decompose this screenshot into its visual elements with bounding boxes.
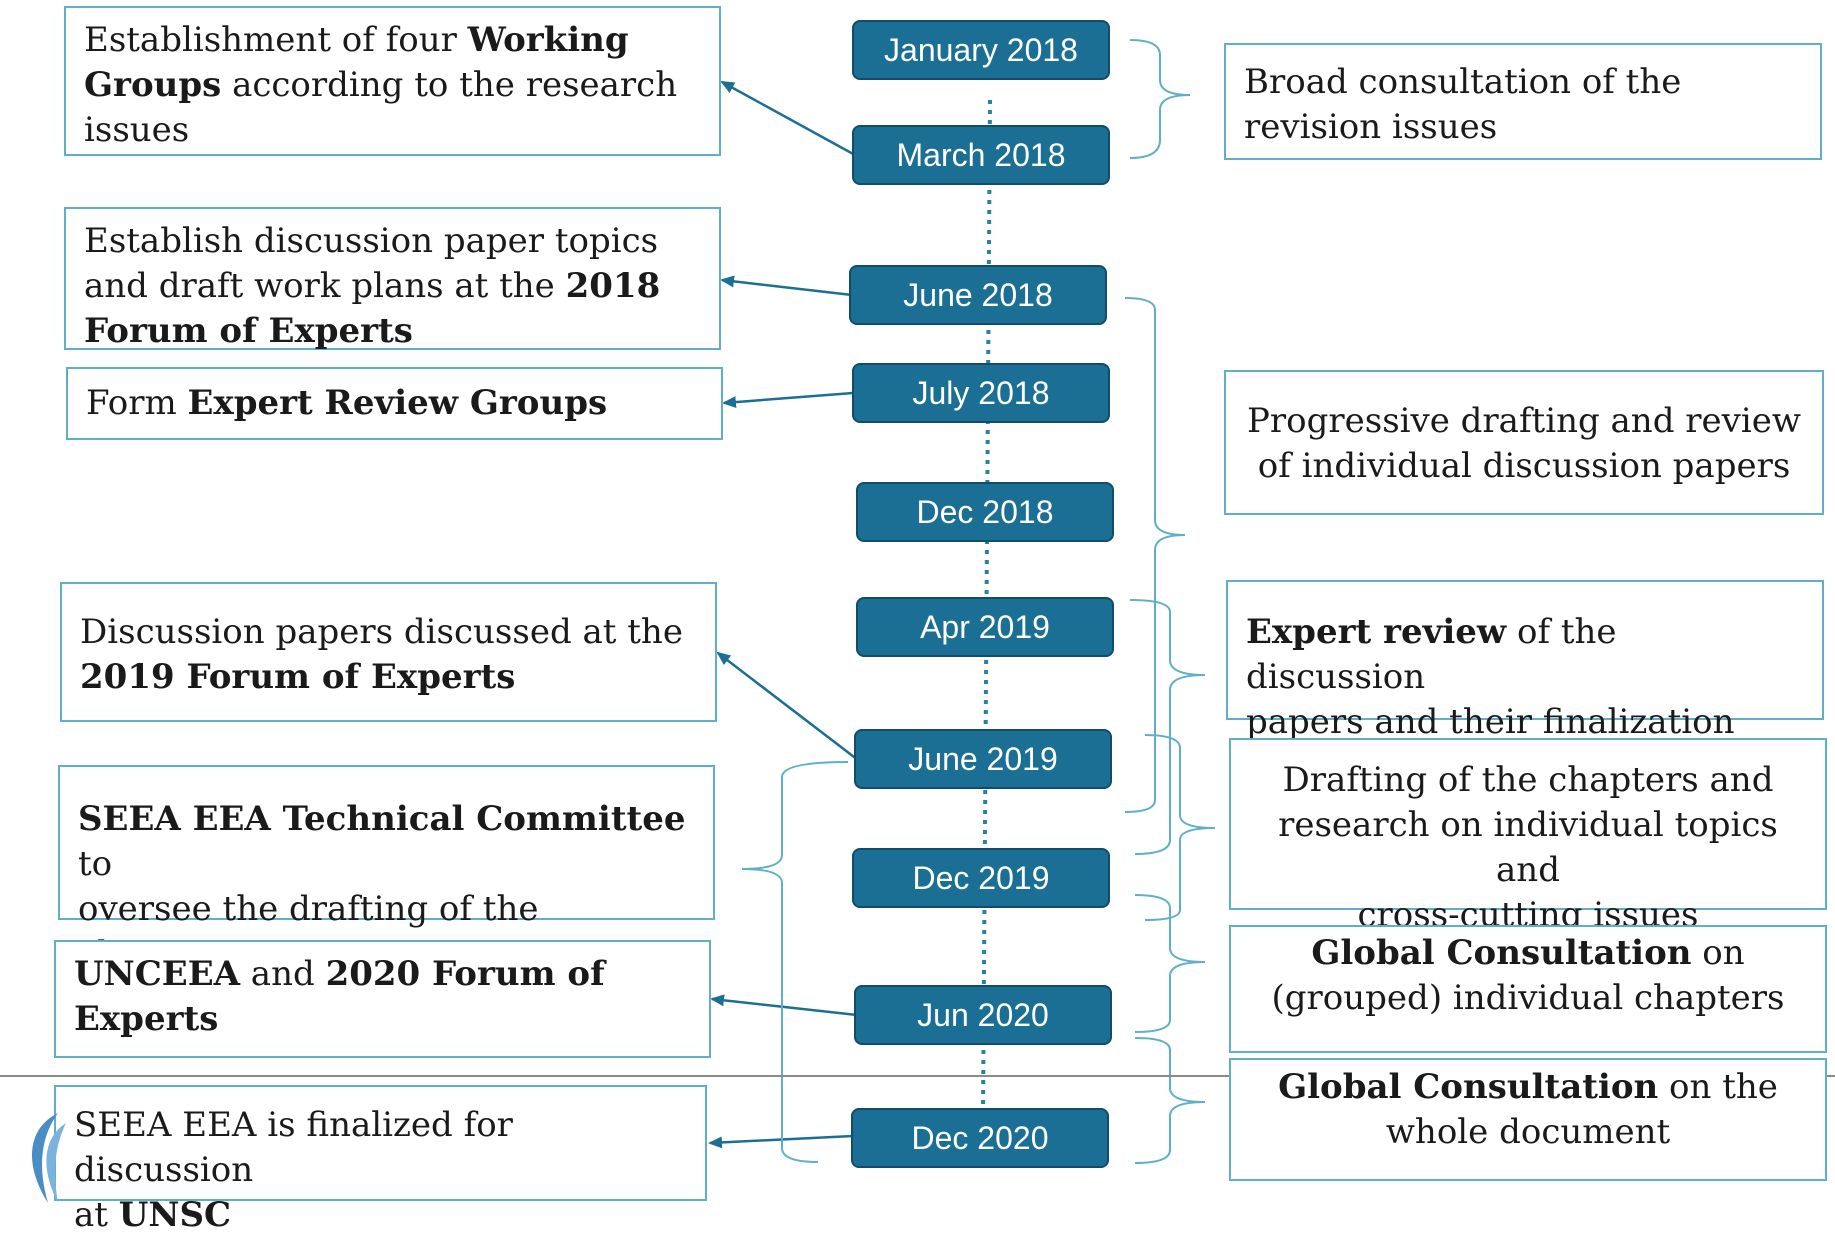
brace-apr-dec-2019 [1129, 599, 1206, 855]
brace-jun-2020-dec-2020 [1134, 1037, 1206, 1164]
box-text: Global Consultation [1278, 1067, 1659, 1107]
box-expert-review-groups: Form Expert Review Groups [66, 367, 723, 440]
date-dec-2020: Dec 2020 [851, 1108, 1109, 1168]
box-global-consultation-whole: Global Consultation on the whole document [1229, 1058, 1827, 1181]
box-text: Establishment of four [84, 20, 468, 60]
box-text: Progressive drafting and review [1247, 401, 1801, 441]
box-text: according to the research [221, 65, 678, 105]
box-progressive-drafting: Progressive drafting and review of indivi… [1224, 370, 1824, 515]
arrow-june-2019 [716, 651, 859, 761]
arrow-march-2018 [720, 80, 856, 157]
date-dec-2018: Dec 2018 [856, 482, 1114, 542]
box-broad-consultation: Broad consultation of the revision issues [1224, 43, 1822, 160]
box-text: revision issues [1244, 107, 1498, 147]
connector-layer [708, 39, 1216, 1164]
horizontal-divider [0, 1075, 1835, 1077]
date-apr-2019: Apr 2019 [856, 597, 1114, 657]
box-text: Working [467, 20, 629, 60]
box-text: Broad consultation of the [1244, 62, 1682, 102]
box-text: UNSC [118, 1195, 232, 1235]
box-global-consultation-chapters: Global Consultation on (grouped) individu… [1229, 925, 1827, 1053]
date-june-2019: June 2019 [854, 729, 1112, 789]
box-text: 2020 Forum of [325, 954, 605, 994]
box-text: 2018 [565, 266, 661, 306]
box-text: SEEA EEA Technical Committee [78, 799, 686, 839]
box-text: and [240, 954, 326, 994]
box-text: and draft work plans at the [84, 266, 566, 306]
brace-left-june-2019-dec-2020 [741, 761, 849, 1163]
box-text: on the [1658, 1067, 1778, 1107]
brace-jan-mar-2018 [1129, 39, 1191, 159]
box-text: whole document [1385, 1112, 1671, 1152]
date-march-2018: March 2018 [852, 125, 1110, 185]
box-text: on [1691, 933, 1745, 973]
box-text: to [78, 844, 113, 884]
box-unceea-2020-forum: UNCEEA and 2020 Forum of Experts [54, 940, 711, 1058]
date-dec-2019: Dec 2019 [852, 848, 1110, 908]
box-expert-review: Expert review of the discussion papers an… [1226, 580, 1824, 742]
box-text: UNCEEA [74, 954, 240, 994]
timeline-diagram: January 2018 March 2018 June 2018 July 2… [0, 6, 1835, 1235]
box-text: Global Consultation [1311, 933, 1692, 973]
box-text: issues [84, 110, 190, 150]
box-2019-forum-of-experts: Discussion papers discussed at the 2019 F… [60, 582, 717, 722]
box-text: papers and their finalization [1246, 702, 1735, 742]
box-text: (grouped) individual chapters [1271, 978, 1785, 1018]
box-text: Establish discussion paper topics [84, 221, 659, 261]
box-text: Forum of Experts [84, 311, 413, 351]
box-text: 2019 Forum of Experts [80, 657, 516, 697]
box-text: SEEA EEA is finalized for discussion [74, 1105, 513, 1190]
box-text: Drafting of the chapters and [1282, 760, 1774, 800]
date-jun-2020: Jun 2020 [854, 985, 1112, 1045]
box-discussion-paper-topics: Establish discussion paper topics and dra… [64, 207, 721, 351]
box-text: Groups [84, 65, 222, 105]
box-text: Experts [74, 999, 219, 1039]
box-text: Form [86, 383, 188, 423]
arrow-june-2018 [720, 275, 853, 297]
arrow-jun-2020 [710, 994, 858, 1017]
box-text: Expert Review Groups [187, 383, 608, 423]
box-text: research on individual topics and [1278, 805, 1778, 890]
brace-jun-2019-dec-2019 [1144, 734, 1216, 921]
box-text: Discussion papers discussed at the [80, 612, 683, 652]
box-text: of the discussion [1246, 612, 1617, 697]
date-january-2018: January 2018 [852, 20, 1110, 80]
box-drafting-chapters: Drafting of the chapters and research on … [1229, 738, 1827, 935]
date-july-2018: July 2018 [852, 363, 1110, 423]
box-seea-eea-finalized: SEEA EEA is finalized for discussion at U… [54, 1085, 707, 1235]
box-text: at [74, 1195, 119, 1235]
brace-dec-2019-jun-2020 [1134, 894, 1206, 1033]
box-text: Expert review [1246, 612, 1507, 652]
box-text: of individual discussion papers [1257, 446, 1791, 486]
arrow-july-2018 [722, 391, 854, 409]
brace-jun-2018-jun-2019 [1124, 297, 1186, 813]
organization-logo-icon [31, 1113, 66, 1203]
date-june-2018: June 2018 [849, 265, 1107, 325]
